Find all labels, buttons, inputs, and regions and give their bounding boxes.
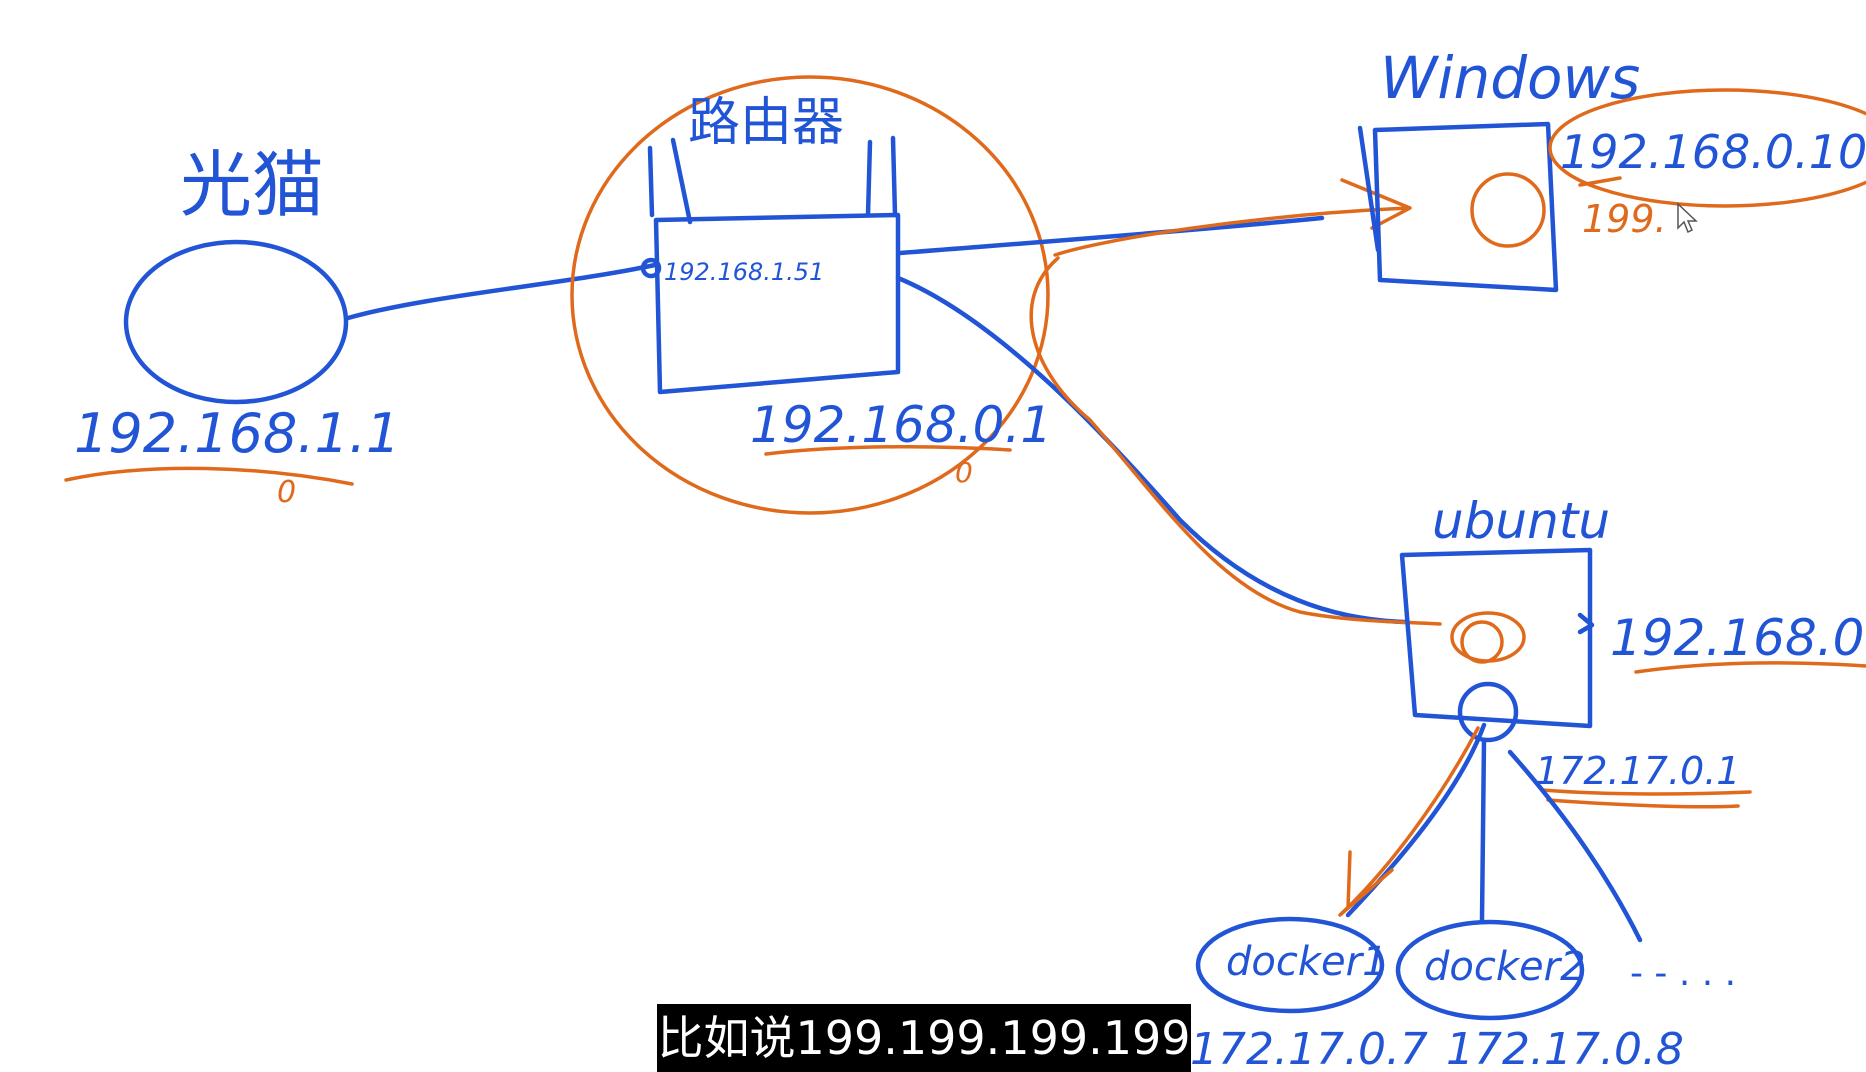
windows-side-mark (1357, 125, 1381, 253)
docker1-node: docker1 172.17.0.7 (1190, 916, 1428, 1072)
docker2-ip: 172.17.0.8 (1446, 1024, 1684, 1072)
router-windows-trace (1053, 178, 1412, 257)
docker2-shape (1395, 919, 1585, 1021)
modem-label: 光猫 (180, 143, 324, 227)
video-subtitle: 比如说199.199.199.199 (657, 1004, 1191, 1072)
docker-bridge-circle (1457, 681, 1519, 743)
router-note: 0 (955, 456, 973, 489)
docker1-ip: 172.17.0.7 (1190, 1024, 1428, 1072)
bridge-docker1-trace (1338, 726, 1480, 917)
ubuntu-right-tick (1577, 612, 1595, 635)
docker2-label: docker2 (1424, 944, 1586, 990)
router-ubuntu-link (895, 275, 1408, 625)
router-wan-port (640, 257, 662, 279)
ubuntu-node: ubuntu 192.168.0.12 172.17.0.1 (1399, 492, 1866, 809)
modem-note: 0 (277, 475, 296, 510)
docker-bridge-ip: 172.17.0.1 (1535, 749, 1740, 793)
windows-node: Windows 192.168.0.102 199. (1357, 44, 1866, 293)
ubuntu-ip: 192.168.0.12 (1610, 609, 1866, 667)
router-lan-ip-underline (764, 444, 1012, 456)
docker1-label: docker1 (1226, 939, 1388, 985)
modem-ip: 192.168.1.1 (74, 402, 400, 465)
router-antenna-left (647, 137, 693, 225)
router-label: 路由器 (688, 93, 844, 153)
docker1-shape (1195, 916, 1385, 1014)
router-lan-ip: 192.168.0.1 (750, 396, 1052, 454)
windows-ip-highlight (1548, 88, 1866, 208)
modem-node: 光猫 192.168.1.1 0 (64, 143, 400, 510)
modem-router-link (345, 262, 658, 321)
windows-ip-underline (1578, 176, 1622, 187)
router-highlight-circle (570, 75, 1050, 515)
bridge-docker1-link (1345, 722, 1487, 918)
windows-label: Windows (1380, 44, 1640, 112)
docker2-node: docker2 172.17.0.8 (1395, 919, 1684, 1072)
ubuntu-label: ubuntu (1432, 492, 1610, 550)
modem-ip-underline (64, 466, 354, 486)
windows-ip: 192.168.0.102 (1560, 125, 1866, 179)
ubuntu-box (1399, 547, 1593, 729)
router-ubuntu-trace (1029, 256, 1442, 626)
bridge-docker2-link (1479, 737, 1487, 923)
bridge-more-link (1507, 749, 1643, 943)
router-windows-link (897, 215, 1325, 256)
ubuntu-interface-scribble-inner (1460, 620, 1504, 664)
mouse-cursor-icon (1677, 202, 1698, 234)
ubuntu-ip-underline (1634, 661, 1866, 674)
docker-bridge-ip-underline (1540, 788, 1752, 809)
router-box (653, 212, 901, 395)
windows-note: 199. (1582, 197, 1667, 241)
router-node: 路由器 192.168.1.51 192.168.0.1 0 (570, 75, 1052, 515)
more-containers-indicator: - - . . . (1630, 953, 1736, 994)
router-antenna-right (865, 135, 898, 218)
windows-box (1372, 121, 1559, 293)
router-wan-ip: 192.168.1.51 (664, 258, 824, 286)
modem-shape (123, 239, 349, 405)
windows-interface-circle (1470, 172, 1546, 248)
